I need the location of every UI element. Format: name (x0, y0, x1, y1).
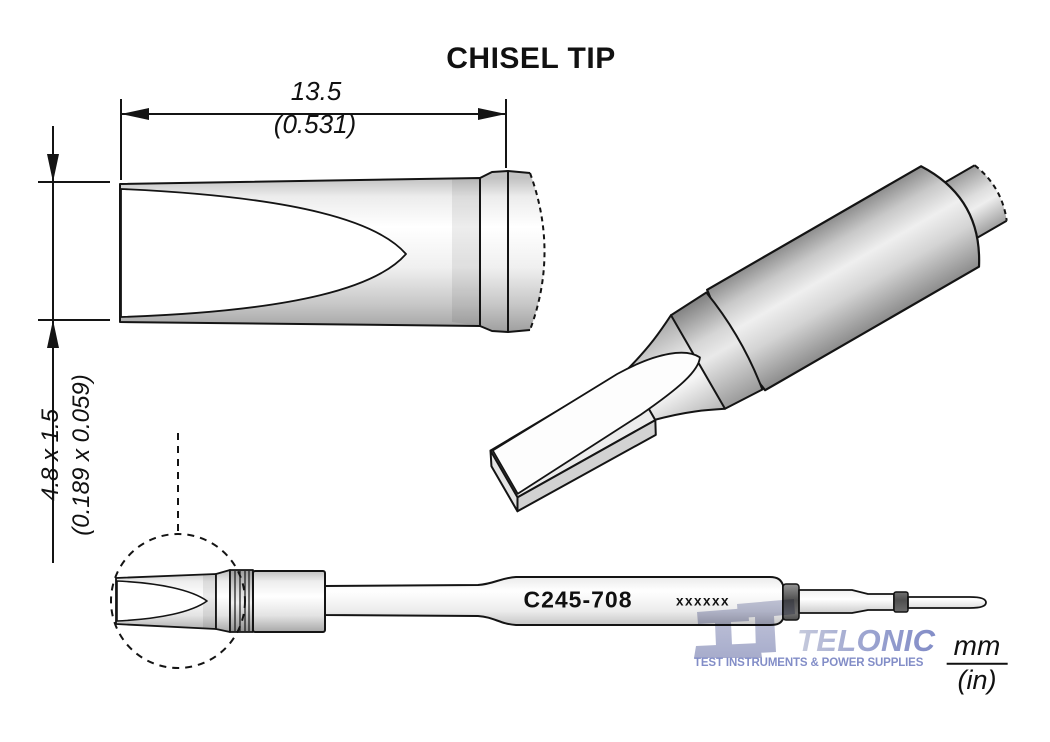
page-title: CHISEL TIP (446, 42, 616, 75)
arrowhead-left (121, 108, 149, 120)
serial-mask-label: xxxxxx (675, 593, 731, 609)
units-note: mm (in) (946, 630, 1008, 695)
tone-band (452, 178, 480, 326)
detail-callout (110, 433, 246, 669)
end-cap (508, 171, 545, 332)
dim-length-in: (0.531) (273, 109, 357, 139)
telonic-logo: TELONIC TEST INSTRUMENTS & POWER SUPPLIE… (694, 599, 936, 669)
iso-grind-face (491, 351, 701, 495)
arrowhead-up (47, 320, 59, 348)
dim-tip-size-in: (0.189 x 0.059) (68, 374, 95, 536)
cartridge-sleeve (252, 570, 326, 633)
contact-pin (907, 596, 987, 609)
units-metric: mm (946, 630, 1008, 665)
callout-circle (110, 533, 246, 669)
logo-tagline-text: TEST INSTRUMENTS & POWER SUPPLIES (694, 657, 924, 669)
units-imperial: (in) (957, 664, 997, 695)
cartridge-grind-face (116, 580, 208, 622)
arrowhead-down (47, 154, 59, 182)
flange (479, 170, 509, 333)
logo-brand-text: TELONIC (797, 623, 936, 658)
collar-knurl-lines (234, 571, 250, 631)
tip-size-dimension (38, 126, 110, 563)
length-dimension (120, 99, 507, 180)
part-number-label: C245-708 (523, 586, 633, 613)
side-view (119, 170, 546, 333)
cartridge-cone (215, 569, 231, 633)
grind-face (120, 188, 407, 318)
dim-length-mm: 13.5 (290, 76, 342, 106)
logo-mark (694, 599, 795, 658)
cartridge-view (115, 569, 987, 633)
iso-view (489, 164, 1008, 513)
arrowhead-right (478, 108, 506, 120)
break-line-dashed (529, 172, 546, 331)
tone-band (203, 574, 216, 629)
end-cap-edges (507, 170, 531, 333)
iso-chisel-end-face (489, 449, 519, 513)
dim-tip-size-mm: 4.8 x 1.5 (36, 408, 64, 502)
dim-tip-size: 4.8 x 1.5 (0.189 x 0.059) (35, 374, 97, 535)
